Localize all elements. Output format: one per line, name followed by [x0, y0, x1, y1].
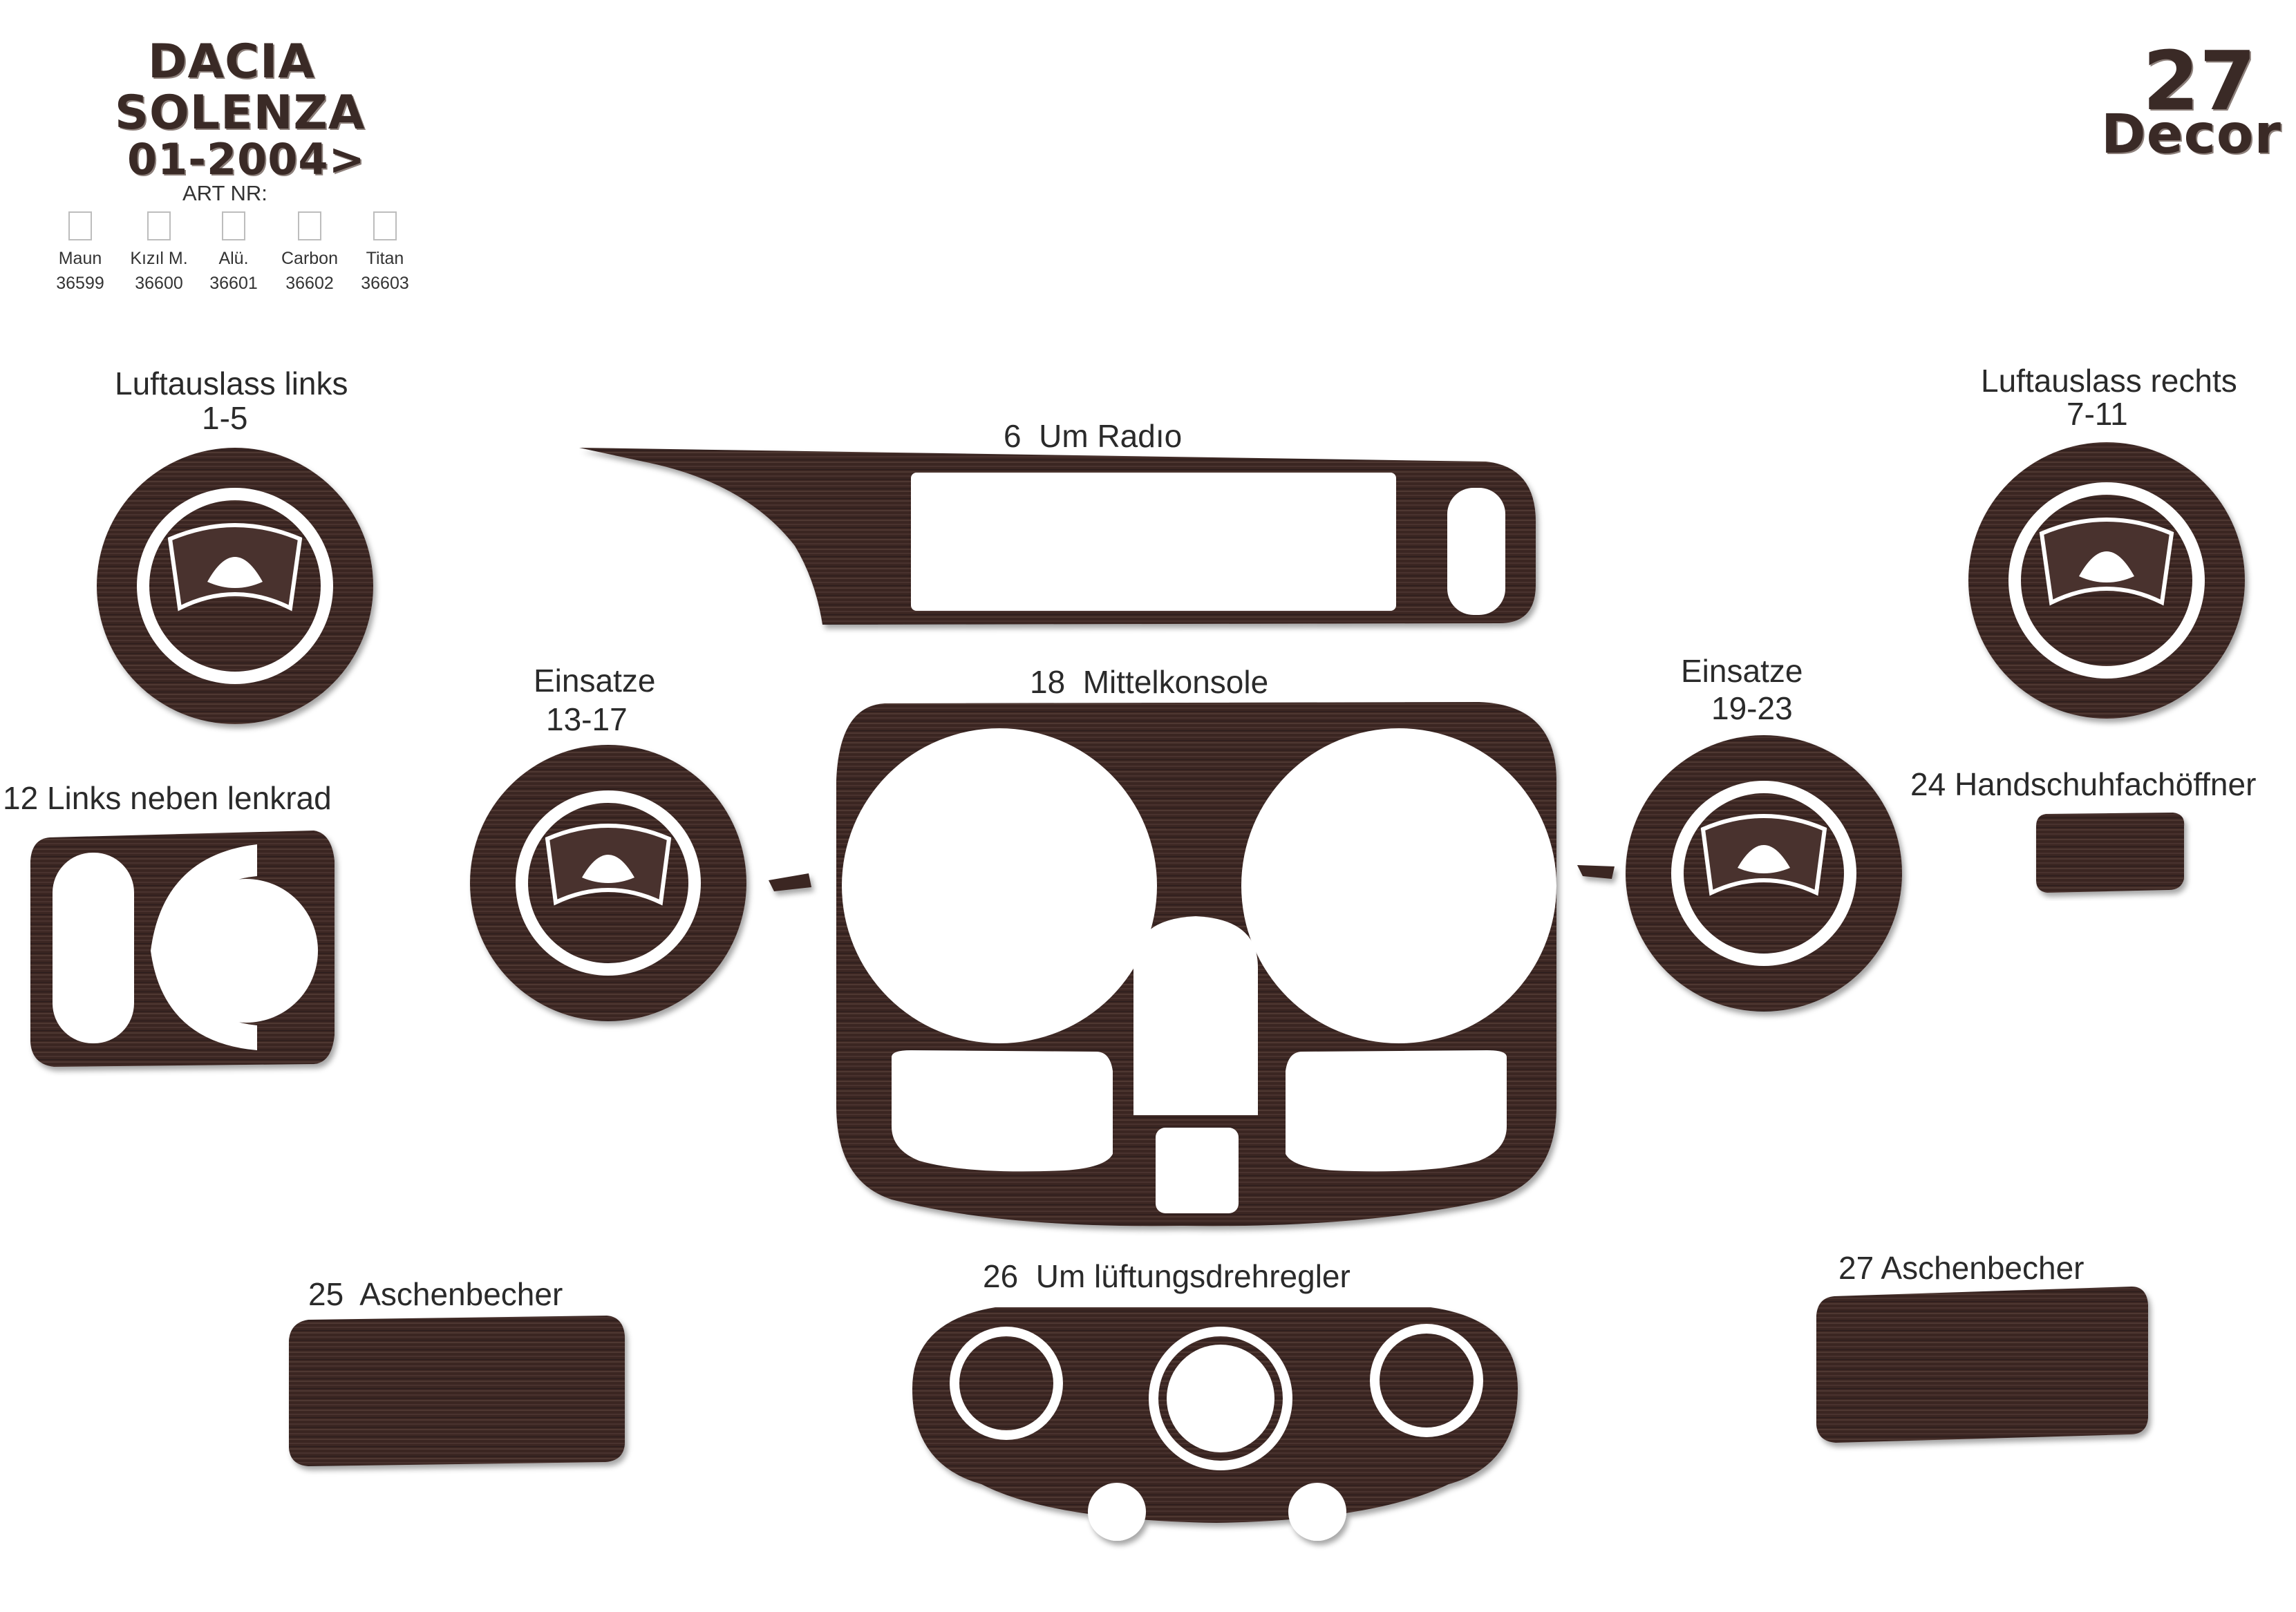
insert-right-part — [1577, 735, 1902, 1012]
variant-name: Kızıl M. — [130, 249, 188, 268]
variant-item[interactable]: Alü. 36601 — [202, 211, 265, 296]
variant-item[interactable]: Titan 36603 — [354, 211, 416, 296]
variant-checkbox[interactable] — [298, 211, 321, 240]
ashtray-right-part — [1816, 1287, 2148, 1443]
set-label: Decor — [2101, 104, 2281, 166]
variant-code: 36601 — [209, 274, 258, 293]
glovebox-part — [2036, 813, 2185, 893]
variant-name: Maun — [58, 249, 102, 268]
variant-checkbox[interactable] — [147, 211, 171, 240]
console-label: 18 Mittelkonsole — [1030, 664, 1269, 700]
variant-list: Maun 36599 Kızıl M. 36600 Alü. 36601 Car… — [48, 211, 422, 301]
radio-label: 6 Um Radıo — [1004, 418, 1183, 454]
left-wheel-part — [30, 831, 335, 1067]
glovebox-label: 24 Handschuhfachöffner — [1910, 766, 2257, 802]
fan-controls-label: 26 Um lüftungsdrehregler — [983, 1258, 1351, 1294]
brand-title-year: 01-2004> — [127, 134, 366, 184]
insert-right-title: Einsatze — [1681, 653, 1803, 689]
vent-right-title: Luftauslass rechts — [1981, 363, 2237, 399]
variant-name: Alü. — [218, 249, 249, 268]
insert-left-range: 13-17 — [546, 701, 628, 737]
ashtray-left-part — [289, 1316, 625, 1466]
variant-item[interactable]: Carbon 36602 — [275, 211, 344, 296]
vent-left-part — [97, 448, 373, 724]
vent-right-range: 7-11 — [2067, 396, 2128, 432]
variant-code: 36603 — [361, 274, 409, 293]
console-part — [836, 702, 1556, 1226]
variant-checkbox[interactable] — [68, 211, 92, 240]
insert-left-part — [470, 745, 811, 1021]
ashtray-right-label: 27 Aschenbecher — [1838, 1250, 2085, 1286]
variant-checkbox[interactable] — [222, 211, 245, 240]
variant-item[interactable]: Maun 36599 — [48, 211, 112, 296]
variant-code: 36602 — [285, 274, 334, 293]
variant-item[interactable]: Kızıl M. 36600 — [124, 211, 194, 296]
ashtray-left-label: 25 Aschenbecher — [308, 1276, 563, 1312]
brand-title-dacia: DACIA — [148, 35, 315, 89]
radio-part — [579, 448, 1536, 625]
insert-left-title: Einsatze — [534, 663, 656, 699]
vent-left-title: Luftauslass links — [115, 366, 348, 401]
variant-name: Titan — [366, 249, 404, 268]
art-nr-label: ART NR: — [182, 181, 267, 205]
variant-code: 36599 — [56, 274, 104, 293]
variant-checkbox[interactable] — [373, 211, 397, 240]
left-wheel-label: 12 Links neben lenkrad — [3, 780, 332, 816]
variant-name: Carbon — [281, 249, 338, 268]
fan-controls-part — [912, 1307, 1518, 1541]
variant-code: 36600 — [135, 274, 183, 293]
vent-left-range: 1-5 — [202, 400, 248, 436]
insert-right-range: 19-23 — [1711, 690, 1793, 726]
vent-right-part — [1968, 442, 2245, 719]
brand-title-model: SOLENZA — [115, 86, 366, 140]
set-number: 27 — [2143, 33, 2257, 129]
